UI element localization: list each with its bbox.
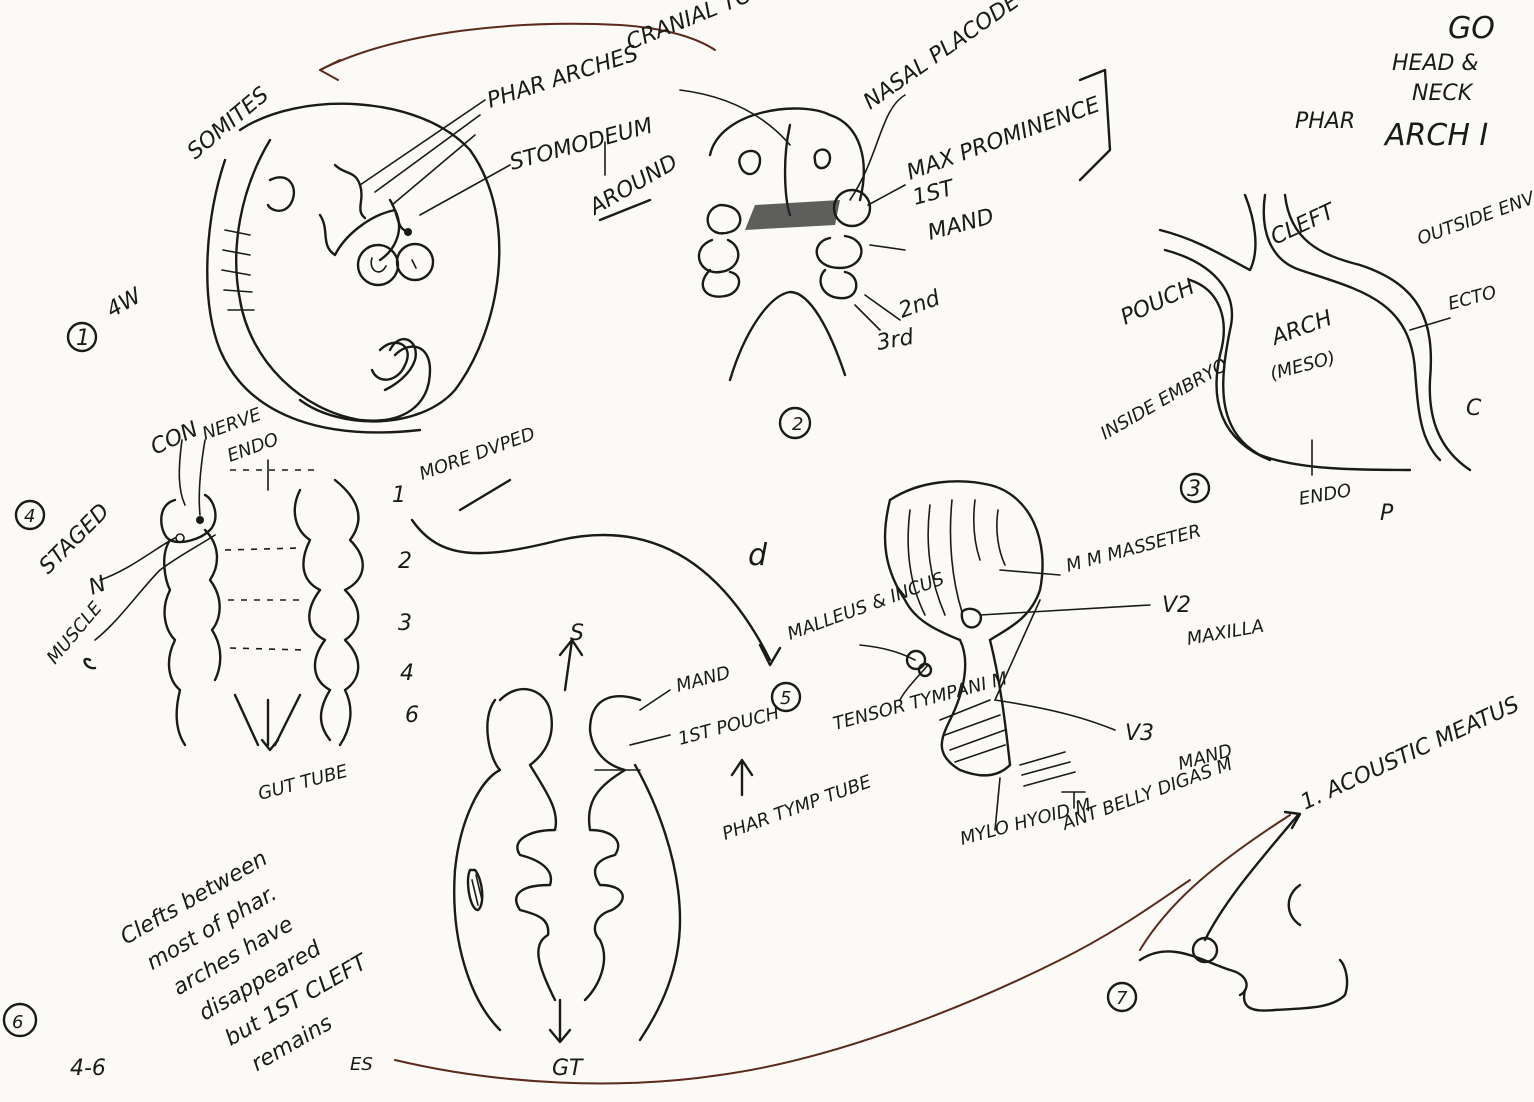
panel-5-gt: GT <box>552 1056 584 1081</box>
panel-6-number: 6 <box>12 1012 23 1033</box>
title-line-go: GO <box>1448 11 1495 46</box>
panel-3-arch: ARCH <box>1267 306 1336 351</box>
panel-3-inside-embryo: INSIDE EMBRYO <box>1097 355 1231 445</box>
panel-2-third: 3rd <box>875 325 917 356</box>
panel-4-number: 4 <box>24 506 35 527</box>
panel-6-weeks: 4-6 <box>70 1056 106 1081</box>
panel-1-cranial-to: CRANIAL TO <box>623 0 756 56</box>
panel-2-second: 2nd <box>896 285 945 323</box>
panel-5-v2: V2 <box>1162 593 1191 618</box>
panel-3-c-mark: C <box>1466 396 1482 421</box>
title-line-head: HEAD & <box>1392 51 1479 76</box>
panel-1-around: AROUND <box>584 150 682 221</box>
panel-7-meatus: 1. ACOUSTIC MEATUS <box>1297 692 1523 815</box>
panel-5-maxilla: MAXILLA <box>1185 616 1265 650</box>
panel-4-con: CON <box>147 417 202 460</box>
title-line-neck: NECK <box>1412 81 1474 106</box>
panel-3-meso: (MESO) <box>1268 347 1338 385</box>
panel-1-number: 1 <box>76 326 90 351</box>
panel-5-s: S <box>570 621 584 646</box>
panel-4-arch-2: 2 <box>398 549 412 574</box>
panel-1-somites: SOMITES <box>183 82 274 164</box>
panel-4-arch-6: 6 <box>405 703 419 728</box>
panel-3-p-mark: P <box>1380 501 1394 526</box>
panel-4-arch-3: 3 <box>398 611 412 636</box>
panel-5-m-masseter: M M MASSETER <box>1064 521 1204 577</box>
panel-6-es: ES <box>350 1054 373 1075</box>
panel-3-pouch: POUCH <box>1117 275 1199 331</box>
panel-3-endo: ENDO <box>1297 480 1353 510</box>
panel-2-nasal-placode: NASAL PLACODE <box>859 0 1024 115</box>
panel-7-number: 7 <box>1116 988 1128 1009</box>
panel-3-outside-env: OUTSIDE ENV T <box>1415 181 1534 249</box>
panel-3-cleft: CLEFT <box>1267 199 1340 251</box>
panel-5-malleus-incus: MALLEUS & INCUS <box>785 568 948 644</box>
panel-5-number: 5 <box>780 688 791 709</box>
panel-4-gut-tube: GUT TUBE <box>256 761 351 805</box>
panel-1-phar-arches: PHAR ARCHES <box>484 41 641 113</box>
panel-5-first-pouch: 1ST POUCH <box>676 703 782 750</box>
panel-4-arch-4: 4 <box>400 661 414 686</box>
panel-2-max-prominence: MAX PROMINENCE <box>904 93 1104 186</box>
panel-5-tensor-tympani: TENSOR TYMPANI M <box>831 668 1010 735</box>
panel-4-more-developed: MORE DVPED <box>417 423 538 484</box>
panel-1-stage: 4W <box>103 283 148 323</box>
panel-3-ecto: ECTO <box>1446 282 1499 315</box>
panel-2-mand: MAND <box>925 204 997 246</box>
panel-1-embryo <box>68 24 790 433</box>
panel-2-number: 2 <box>792 414 803 435</box>
panel-4-muscle: MUSCLE <box>43 597 107 668</box>
panel-3-number: 3 <box>1187 477 1201 502</box>
panel-5-d: d <box>748 538 768 573</box>
panel-5-v3: V3 <box>1125 721 1154 746</box>
panel-4-arch-1: 1 <box>392 483 406 508</box>
panel-1-stomodeum: STOMODEUM <box>507 114 655 176</box>
title-line-phar: PHAR <box>1295 109 1355 134</box>
panel-5-mand: MAND <box>674 662 733 697</box>
panel-5-pharynx <box>454 481 1150 1042</box>
panel-4-n: N <box>86 572 110 601</box>
title-line-arch: ARCH I <box>1383 118 1488 153</box>
panel-4-staged: STAGED <box>35 499 115 579</box>
panel-5-ant-belly-digas: ANT BELLY DIGAS M <box>1059 753 1236 835</box>
